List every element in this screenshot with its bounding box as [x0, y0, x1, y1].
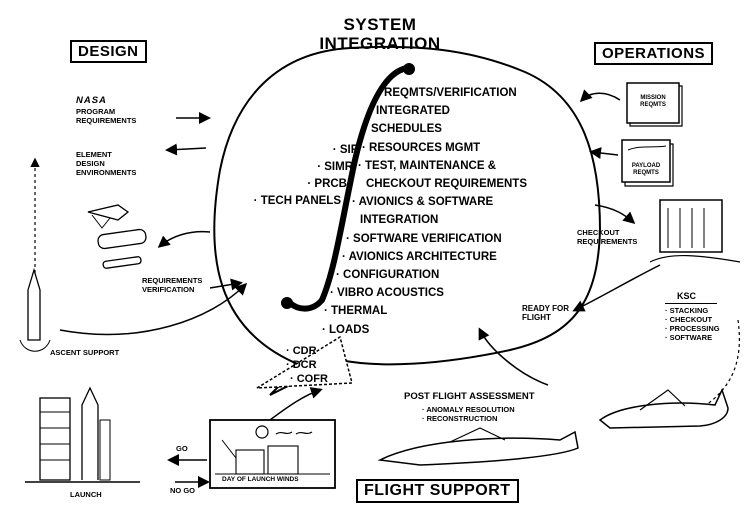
- right-list-item: INTEGRATION: [360, 214, 439, 227]
- integral-sign: [319, 65, 410, 303]
- ascent-shuttle-drawing: [19, 267, 51, 352]
- ready-for-flight-line-2: FLIGHT: [522, 313, 551, 322]
- ksc-item: · SOFTWARE: [665, 333, 713, 342]
- mission-reqmts-document: [626, 82, 683, 127]
- arrow-postflight-to-bubble: [478, 327, 549, 386]
- ksc-heading: KSC: [677, 291, 697, 301]
- right-list-item: · TEST, MAINTENANCE &: [358, 159, 497, 172]
- post-flight-item: · ANOMALY RESOLUTION: [422, 404, 515, 414]
- arrow-bubble-to-vehicles: [157, 230, 211, 248]
- requirements-verification-line-1: REQUIREMENTS: [142, 276, 203, 285]
- left-list-item: · SIMR: [317, 161, 353, 173]
- go-label: GO: [176, 444, 188, 453]
- right-list-item: SCHEDULES: [371, 123, 442, 136]
- post-flight-block: POST FLIGHT ASSESSMENT · ANOMALY RESOLUT…: [404, 392, 535, 423]
- design-vehicles-drawing: [87, 204, 147, 269]
- review-item: · CDR: [286, 345, 317, 357]
- flight-support-section-label: FLIGHT SUPPORT: [356, 479, 519, 503]
- postflight-orbiter-drawing: [377, 427, 579, 466]
- right-list-item: · LOADS: [322, 323, 370, 336]
- review-item: · COFR: [290, 373, 328, 385]
- requirements-verification-line-2: VERIFICATION: [142, 285, 195, 294]
- reviews-triangle: [256, 335, 353, 389]
- right-list-item: · REQMTS/VERIFICATION: [377, 87, 517, 99]
- payload-reqmts-line-1: PAYLOAD: [631, 163, 661, 169]
- mission-reqmts-line-1: MISSION: [640, 95, 666, 101]
- ksc-block: KSC · STACKING · CHECKOUT · PROCESSING ·…: [665, 292, 720, 342]
- payload-reqmts-line-2: REQMTS: [633, 170, 659, 176]
- arrow-ksc-to-bubble: [572, 264, 661, 312]
- day-of-launch-winds-panel: [209, 419, 336, 489]
- left-list-item: · PRCB: [307, 178, 347, 190]
- arrow-mission-to-bubble: [579, 89, 621, 103]
- nasa-logo: NASA: [76, 95, 107, 106]
- ksc-underline: [665, 303, 717, 304]
- post-flight-item: · RECONSTRUCTION: [422, 413, 498, 423]
- right-list-item: CHECKOUT REQUIREMENTS: [366, 178, 528, 191]
- program-requirements-line-1: PROGRAM: [76, 107, 116, 116]
- right-list-item: · RESOURCES MGMT: [362, 141, 481, 154]
- left-list-item: · TECH PANELS: [253, 195, 341, 207]
- ksc-item: · CHECKOUT: [665, 315, 713, 324]
- element-design-line-2: DESIGN: [76, 159, 105, 168]
- program-requirements-label: PROGRAM REQUIREMENTS: [76, 107, 136, 125]
- checkout-facility-drawing: [649, 199, 741, 263]
- launch-pad-drawing: [25, 386, 140, 483]
- payload-reqmts-label: PAYLOAD REQMTS: [628, 163, 664, 177]
- checkout-requirements-label: CHECKOUT REQUIREMENTS: [577, 228, 637, 246]
- checkout-requirements-line-1: CHECKOUT: [577, 228, 620, 237]
- arrow-payload-to-bubble: [589, 147, 619, 159]
- right-discipline-list: · REQMTS/VERIFICATION · INTEGRATED SCHED…: [322, 84, 527, 339]
- right-list-item: · SOFTWARE VERIFICATION: [346, 232, 502, 245]
- reviews-list: · CDR · DCR · COFR: [276, 344, 328, 386]
- mission-reqmts-label: MISSION REQMTS: [638, 95, 668, 109]
- review-item: · DCR: [286, 359, 317, 371]
- post-flight-heading: POST FLIGHT ASSESSMENT: [404, 391, 535, 402]
- day-of-launch-winds-label: DAY OF LAUNCH WINDS: [222, 476, 299, 483]
- element-design-line-1: ELEMENT: [76, 150, 112, 159]
- element-design-line-3: ENVIRONMENTS: [76, 168, 137, 177]
- left-review-list: · SIR · SIMR · PRCB · TECH PANELS: [246, 142, 361, 210]
- ready-for-flight-line-1: READY FOR: [522, 304, 569, 313]
- ksc-item: · PROCESSING: [665, 324, 720, 333]
- arrow-bubble-to-environments: [165, 143, 207, 156]
- ascent-support-label: ASCENT SUPPORT: [50, 348, 120, 357]
- arrow-verification-to-bubble: [209, 278, 243, 291]
- integral-top-dot: [403, 63, 415, 75]
- program-requirements-line-2: REQUIREMENTS: [76, 116, 137, 125]
- orbiter-drawing: [598, 387, 729, 429]
- integration-bubble-outline: [213, 45, 602, 396]
- right-list-item: · AVIONICS & SOFTWARE: [352, 196, 494, 209]
- title-line-1: SYSTEM: [343, 15, 417, 34]
- right-list-item: · THERMAL: [324, 305, 388, 318]
- right-list-item: · VIBRO ACOUSTICS: [330, 287, 444, 300]
- design-section-label: DESIGN: [70, 40, 147, 63]
- mission-reqmts-line-2: REQMTS: [640, 102, 666, 108]
- payload-reqmts-document: [621, 139, 674, 187]
- requirements-verification-label: REQUIREMENTS VERIFICATION: [142, 276, 202, 294]
- ascent-support-curve: [59, 282, 248, 336]
- no-go-label: NO GO: [170, 486, 196, 495]
- left-list-item: · SIR: [332, 144, 359, 156]
- launch-label: LAUNCH: [70, 490, 102, 499]
- ksc-item: · STACKING: [665, 306, 709, 315]
- page-title: SYSTEM INTEGRATION: [310, 16, 450, 52]
- element-design-environments-label: ELEMENT DESIGN ENVIRONMENTS: [76, 150, 136, 177]
- right-list-item: · AVIONICS ARCHITECTURE: [342, 250, 497, 263]
- checkout-requirements-line-2: REQUIREMENTS: [577, 237, 638, 246]
- right-list-item: · CONFIGURATION: [336, 269, 440, 282]
- right-list-item: · INTEGRATED: [369, 105, 450, 118]
- ready-for-flight-label: READY FOR FLIGHT: [522, 304, 569, 322]
- operations-section-label: OPERATIONS: [594, 42, 714, 65]
- arrow-bubble-to-checkout: [594, 204, 636, 224]
- arrow-winds-to-bubble: [269, 387, 323, 421]
- title-line-2: INTEGRATION: [319, 34, 441, 53]
